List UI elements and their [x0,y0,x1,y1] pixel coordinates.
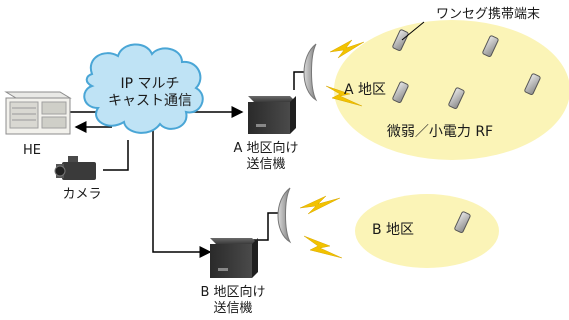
ip-multicast-cloud [83,43,204,134]
connection-lines [70,71,309,258]
phone-icon [392,29,409,52]
tx-b-label-line1: B 地区向け [200,284,265,300]
lightning-icon [325,85,363,107]
tx-b-label-line2: 送信機 [213,301,252,316]
rf-signal-icons [299,39,365,259]
area-a-zone [334,20,569,160]
he-label: HE [23,143,41,158]
cloud-label-line1: IP マルチ [120,76,179,92]
transmitter-b [210,238,258,278]
lightning-icon [329,39,365,59]
cloud-label-line2: キャスト通信 [108,93,192,109]
area-a-label: A 地区 [344,82,386,98]
terminal-label: ワンセグ携帯端末 [436,6,540,22]
phone-icon [482,35,499,58]
rf-label: 微弱／小電力 RF [387,124,493,140]
terminal-callout-line [401,21,425,41]
phone-icon [454,211,471,234]
camera-icon [54,156,96,180]
he-server [4,91,72,135]
antenna-a-icon [303,43,318,102]
transmitter-a [248,96,296,134]
phone-icon [524,73,541,96]
lightning-icon [303,235,343,259]
antenna-b-icon [277,187,292,244]
phone-icon [392,81,409,104]
phone-icon [448,87,465,110]
lightning-icon [299,195,341,215]
tx-a-label-line2: 送信機 [246,157,285,172]
area-b-label: B 地区 [372,222,414,238]
phone-icons [392,29,541,234]
camera-label: カメラ [62,187,101,202]
tx-a-label-line1: A 地区向け [233,140,298,156]
